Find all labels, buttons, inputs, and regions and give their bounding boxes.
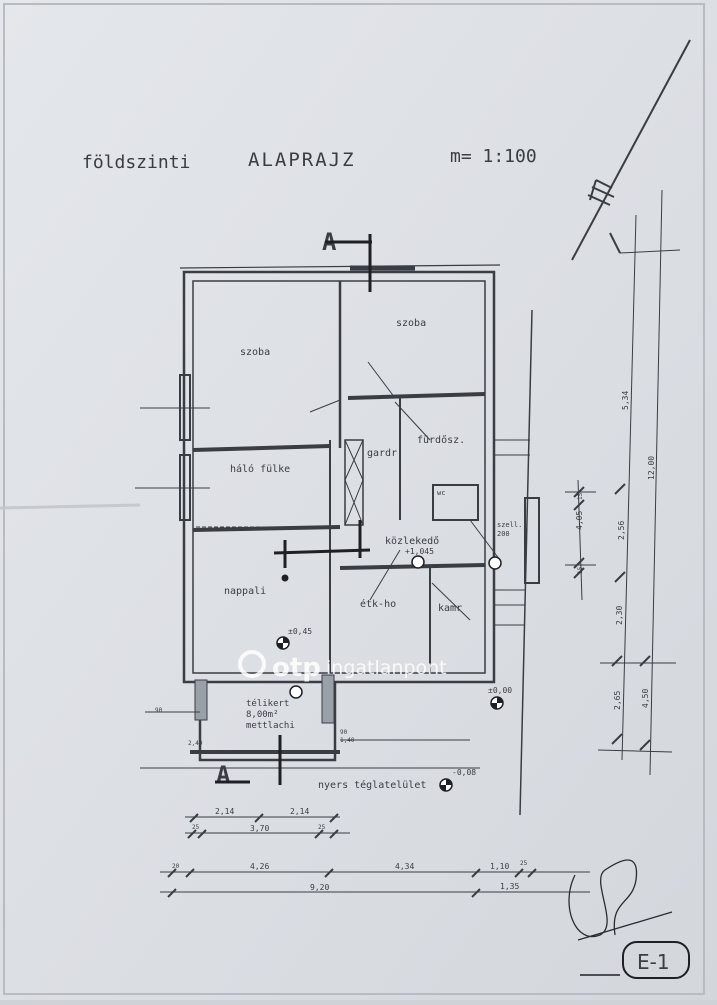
room-living: nappali: [224, 586, 266, 597]
title-scale: m= 1:100: [450, 146, 537, 167]
level-brick: -0,08: [452, 768, 476, 777]
raw-brick-surface: nyers téglatelület: [318, 779, 426, 791]
sheet-id-box: E-1: [580, 941, 690, 979]
dim-25-b: 25: [318, 824, 326, 831]
dim-4-34: 4,34: [395, 862, 414, 871]
dim-4-26: 4,26: [250, 862, 269, 871]
walls: [135, 264, 540, 816]
watermark-name: ingatlanpont: [326, 657, 447, 679]
signature: [568, 859, 673, 941]
section-marker-top: A: [322, 228, 372, 292]
dim-2-30: 2,30: [615, 606, 624, 625]
room-pantry: kamr: [438, 603, 462, 614]
winter-garden-area: 8,00m²: [246, 710, 279, 720]
room-szoba-left: szoba: [240, 347, 270, 358]
vent-label: szell.: [497, 521, 522, 529]
title-level: földszinti: [82, 152, 190, 173]
section-marker-bottom: A: [215, 735, 282, 789]
room-szoba-right: szoba: [396, 318, 426, 329]
dim-1-35: 1,35: [500, 882, 519, 891]
sheet-id: E-1: [637, 950, 670, 974]
section-line-middle: [273, 520, 371, 582]
dim-sun-90-a: 90: [155, 707, 163, 714]
winter-garden-floor: mettlachi: [246, 721, 295, 731]
dim-2-65: 2,65: [613, 691, 622, 710]
level-marker-icon: [488, 556, 502, 570]
dim-12-00: 12,00: [647, 456, 656, 480]
dim-5-34: 5,34: [621, 391, 630, 410]
level-marker-icon: [289, 685, 303, 699]
room-wc: wc: [437, 489, 445, 497]
title-block: földszinti ALAPRAJZ m= 1:100: [82, 146, 537, 173]
room-sleeping-nook: háló fülke: [230, 463, 290, 475]
dim-25-c: 25: [520, 860, 528, 867]
svg-text:A: A: [216, 761, 231, 789]
dim-15-a: 15: [577, 492, 584, 500]
dim-4-05: 4,05: [575, 511, 584, 530]
dim-20: 20: [172, 863, 180, 870]
title-name: ALAPRAJZ: [248, 149, 356, 171]
north-arrow-icon: [571, 39, 691, 261]
vent-size: 200: [497, 530, 510, 538]
paper-edge: [3, 3, 705, 995]
paper-fold: [0, 503, 141, 510]
bottom-dimensions: 2,14 2,14 25 3,70 25 20 4,26 4,34 1,10 2…: [155, 707, 590, 898]
otp-logo-icon: [238, 650, 266, 678]
dim-sun-1-40: 1,40: [340, 737, 355, 744]
watermark-brand: otp: [272, 653, 321, 683]
dim-1-10: 1,10: [490, 862, 509, 871]
room-labels: szoba szoba fürdősz. gardr. háló fülke k…: [224, 318, 522, 791]
right-dimensions: 4,05 15 15 5,34 2,56 2,30 2,65 12,00 4,5…: [565, 189, 681, 776]
room-dining: étk-ho: [360, 598, 396, 610]
room-winter-garden: télikert: [246, 698, 289, 709]
dim-15-b: 15: [577, 566, 584, 574]
dim-sun-90-b: 90: [340, 729, 348, 736]
level-corridor: +1,045: [405, 547, 434, 556]
dim-sun-2-40: 2,40: [188, 740, 203, 747]
level-markers: ±0,45 ±0,00 -0,08: [276, 555, 512, 792]
room-corridor: közlekedő: [385, 535, 439, 547]
room-bathroom: fürdősz.: [417, 434, 465, 446]
dim-25-a: 25: [192, 824, 200, 831]
dim-2-56: 2,56: [617, 521, 626, 540]
room-wardrobe: gardr.: [367, 448, 403, 459]
dim-3-70: 3,70: [250, 824, 269, 833]
level-nappali: ±0,45: [288, 627, 312, 636]
dim-4-50: 4,50: [641, 689, 650, 708]
dim-2-14-a: 2,14: [215, 807, 234, 816]
watermark-logo: otp ingatlanpont: [238, 650, 447, 683]
dim-2-14-b: 2,14: [290, 807, 309, 816]
level-outside: ±0,00: [488, 686, 512, 695]
level-marker-icon: [411, 555, 425, 569]
dim-9-20: 9,20: [310, 883, 329, 892]
